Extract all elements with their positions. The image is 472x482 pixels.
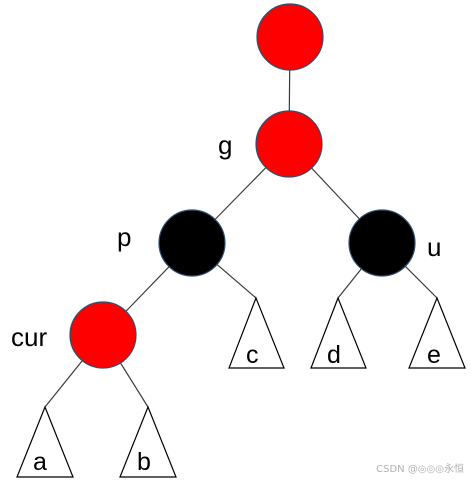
- watermark: CSDN @◎◎◎永恒: [376, 464, 464, 475]
- node-g-label: g: [218, 130, 232, 160]
- subtree-e-label: e: [427, 341, 441, 369]
- node-p: [158, 209, 226, 277]
- subtree-b-label: b: [137, 448, 151, 476]
- subtree-c-triangle: [228, 296, 285, 369]
- subtree-a-label: a: [33, 448, 47, 476]
- node-g: [255, 110, 323, 178]
- subtree-c-label: c: [246, 341, 259, 369]
- node-u: [348, 209, 416, 277]
- subtree-e-triangle: [408, 296, 466, 369]
- nodes: [69, 3, 416, 369]
- subtree-d-label: d: [327, 341, 341, 369]
- node-root: [256, 3, 324, 71]
- node-cur: [69, 301, 137, 369]
- node-p-label: p: [117, 222, 131, 252]
- labels: a b c d e g p u cur: [11, 130, 441, 476]
- subtree-b-triangle: [119, 405, 177, 478]
- subtrees: [16, 296, 466, 478]
- subtree-d-triangle: [310, 296, 367, 369]
- node-cur-label: cur: [11, 322, 47, 352]
- subtree-a-triangle: [16, 405, 74, 478]
- node-u-label: u: [427, 232, 441, 262]
